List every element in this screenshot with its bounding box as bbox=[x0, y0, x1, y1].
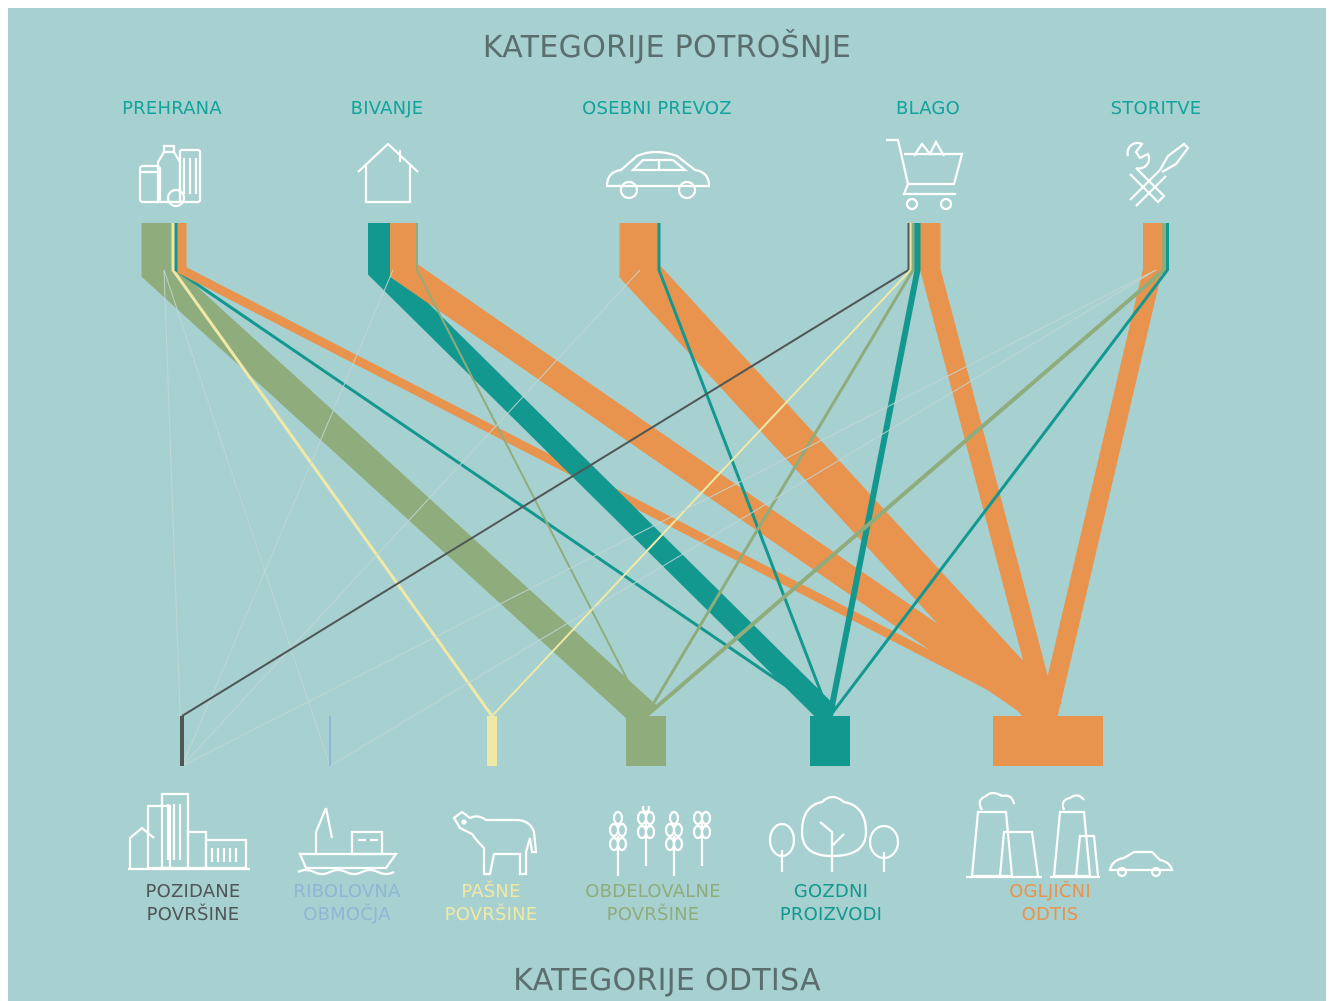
target-bar-grazing bbox=[487, 716, 497, 766]
flow-bivanje-to-crop bbox=[416, 223, 647, 717]
flow-prehrana-to-carbon bbox=[177, 223, 1051, 721]
food-icon bbox=[138, 144, 202, 208]
source-label-osebni-prevoz: OSEBNI PREVOZ bbox=[582, 98, 732, 119]
flow-prehrana-to-fish bbox=[163, 269, 331, 767]
target-bar-forest bbox=[810, 716, 850, 766]
target-label-line: POVRŠINE bbox=[146, 904, 240, 925]
target-label-ribolovna-obmocja: RIBOLOVNA OBMOČJA bbox=[252, 880, 442, 926]
flow-prehrana-to-grazing bbox=[171, 223, 494, 717]
target-label-line: POVRŠINE bbox=[444, 904, 538, 925]
target-bar-built bbox=[180, 716, 184, 766]
target-label-pozidane-povrsine: POZIDANE POVRŠINE bbox=[98, 880, 288, 926]
target-label-pasne-povrsine: PAŠNE POVRŠINE bbox=[396, 880, 586, 926]
flow-diagram bbox=[141, 223, 1169, 767]
source-label-storitve: STORITVE bbox=[1110, 98, 1202, 119]
flow-prevoz-to-forest bbox=[657, 223, 832, 717]
target-label-line: OBDELOVALNE bbox=[585, 881, 721, 902]
target-bars bbox=[180, 716, 1103, 766]
flow-blago-to-built bbox=[181, 223, 910, 717]
target-bar-carbon bbox=[993, 716, 1103, 766]
flow-blago-to-grazing bbox=[491, 223, 912, 717]
flow-blago-to-carbon bbox=[920, 223, 1058, 719]
target-label-line: OGLJIČNI bbox=[1009, 881, 1091, 902]
flow-blago-to-crop bbox=[644, 223, 915, 717]
target-label-line: PROIZVODI bbox=[779, 904, 883, 925]
target-bar-crop bbox=[626, 716, 666, 766]
fishing-boat-icon bbox=[297, 807, 399, 876]
flow-prehrana-to-built bbox=[163, 269, 183, 767]
target-label-gozdni-proizvodi: GOZDNI PROIZVODI bbox=[736, 880, 926, 926]
bottom-title: KATEGORIJE ODTISA bbox=[513, 963, 821, 998]
flow-bivanje-to-built bbox=[181, 269, 394, 767]
buildings-icon bbox=[128, 792, 250, 871]
target-label-obdelovalne-povrsine: OBDELOVALNE POVRŠINE bbox=[558, 880, 748, 926]
wrench-screwdriver-icon bbox=[1126, 141, 1190, 207]
factory-car-icon bbox=[966, 792, 1174, 879]
top-title: KATEGORIJE POTROŠNJE bbox=[482, 30, 852, 65]
source-label-prehrana: PREHRANA bbox=[122, 98, 222, 119]
house-icon bbox=[357, 142, 419, 204]
flow-prevoz-to-carbon bbox=[619, 223, 1062, 729]
cow-icon bbox=[452, 810, 538, 876]
target-label-line: RIBOLOVNA bbox=[293, 881, 401, 902]
flow-prehrana-to-forest bbox=[174, 223, 831, 718]
target-label-ogljicni-odtis: OGLJIČNI ODTIS bbox=[955, 880, 1145, 926]
target-label-line: ODTIS bbox=[1021, 904, 1079, 925]
flow-storitve-to-carbon bbox=[1038, 223, 1162, 719]
flow-prehrana-to-crop bbox=[141, 223, 657, 728]
flow-bivanje-to-carbon bbox=[390, 223, 1056, 727]
target-label-line: OBMOČJA bbox=[303, 904, 391, 925]
flow-prevoz-to-built bbox=[181, 269, 641, 767]
target-label-line: POVRŠINE bbox=[606, 904, 700, 925]
diagram-panel: KATEGORIJE POTROŠNJE PREHRANA BIVANJE OS… bbox=[8, 8, 1326, 1001]
flow-bivanje-to-forest bbox=[368, 223, 838, 724]
source-label-blago: BLAGO bbox=[896, 98, 960, 119]
target-label-line: GOZDNI bbox=[793, 881, 869, 902]
flow-storitve-to-forest bbox=[828, 223, 1169, 717]
flow-storitve-to-built bbox=[181, 269, 1157, 767]
source-label-bivanje: BIVANJE bbox=[350, 98, 424, 119]
flow-blago-to-forest bbox=[827, 223, 921, 717]
target-label-line: POZIDANE bbox=[145, 881, 241, 902]
car-icon bbox=[605, 150, 711, 200]
trees-icon bbox=[768, 795, 900, 872]
target-bar-fish bbox=[329, 716, 331, 766]
wheat-icon bbox=[608, 806, 712, 876]
flow-storitve-to-crop bbox=[644, 223, 1166, 718]
flow-links bbox=[141, 223, 1169, 767]
flow-storitve-to-fish bbox=[329, 269, 1157, 767]
target-label-line: PAŠNE bbox=[461, 881, 521, 902]
shopping-cart-icon bbox=[886, 138, 964, 211]
